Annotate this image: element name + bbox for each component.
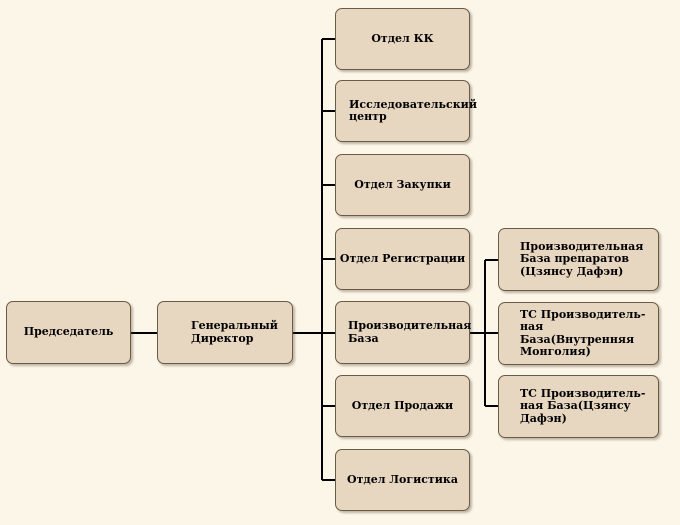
general-director-box: Генеральный Директор xyxy=(157,301,293,364)
chairman-box: Председатель xyxy=(6,301,131,364)
production-base-box-jiangsu-dafeng: ТС Производитель-ная База(Цзянсу Дафэн) xyxy=(498,375,659,438)
department-label: Отдел Продажи xyxy=(351,398,454,412)
department-label: Отдел Регистрации xyxy=(339,251,466,265)
production-base-label: Производительная База препаратов (Цзянсу… xyxy=(520,240,644,278)
production-base-box-dafeng: Производительная База препаратов (Цзянсу… xyxy=(498,228,659,291)
department-label: Отдел Закупки xyxy=(354,177,451,191)
department-box-kk: Отдел КК xyxy=(335,8,470,70)
department-label: Исследовательский центр xyxy=(349,97,477,123)
production-base-box-inner-mongolia: ТС Производитель-ная База(Внутренняя Мон… xyxy=(498,302,659,365)
general-director-label: Генеральный Директор xyxy=(191,319,278,345)
department-label: Производительная База xyxy=(348,319,472,345)
department-box-logistics: Отдел Логистика xyxy=(335,449,470,511)
department-box-purchasing: Отдел Закупки xyxy=(335,154,470,216)
department-box-research: Исследовательский центр xyxy=(335,80,477,142)
department-box-production: Производительная База xyxy=(335,301,472,364)
chairman-label: Председатель xyxy=(23,325,114,339)
production-base-label: ТС Производитель-ная База(Цзянсу Дафэн) xyxy=(520,387,646,425)
department-label: Отдел КК xyxy=(371,31,434,45)
department-box-registration: Отдел Регистрации xyxy=(335,228,470,290)
department-label: Отдел Логистика xyxy=(346,472,459,486)
production-base-label: ТС Производитель-ная База(Внутренняя Мон… xyxy=(520,307,646,358)
department-box-sales: Отдел Продажи xyxy=(335,375,470,437)
